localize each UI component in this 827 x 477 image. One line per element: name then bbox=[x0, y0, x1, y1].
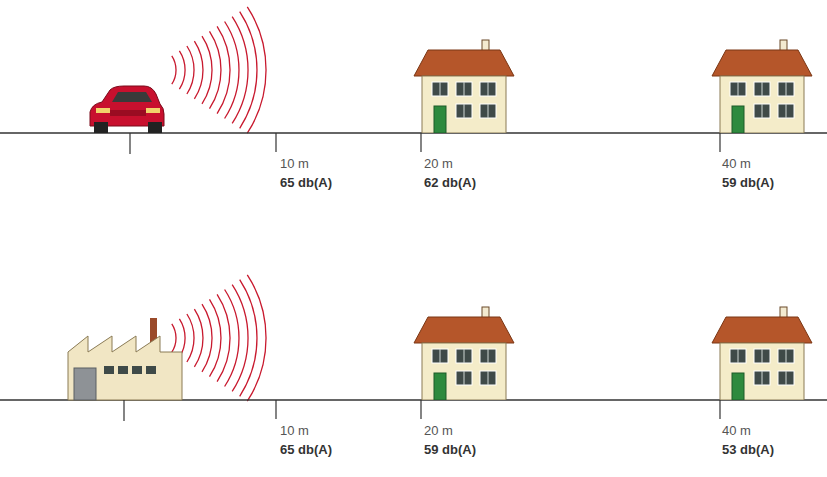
house bbox=[712, 40, 812, 133]
distance-tick bbox=[124, 400, 720, 421]
house bbox=[414, 307, 514, 400]
house bbox=[414, 40, 514, 133]
car bbox=[90, 86, 164, 133]
distance-tick bbox=[130, 133, 720, 154]
wave-arc bbox=[194, 41, 203, 99]
wave-arc bbox=[194, 309, 203, 367]
sound-level: 53 db(A) bbox=[722, 442, 774, 458]
distance-label: 40 m bbox=[722, 156, 751, 172]
wave-arc bbox=[210, 299, 221, 376]
ground-line bbox=[0, 132, 827, 134]
wave-arc bbox=[202, 36, 212, 104]
wave-arc bbox=[240, 280, 257, 397]
wave-arc bbox=[210, 31, 221, 108]
sound-level: 59 db(A) bbox=[722, 175, 774, 191]
wave-arc bbox=[217, 26, 230, 113]
sound-level: 65 db(A) bbox=[280, 442, 332, 458]
wave-arc bbox=[172, 324, 176, 352]
wave-arc bbox=[232, 285, 248, 392]
factory bbox=[68, 318, 182, 400]
sound-level: 65 db(A) bbox=[280, 175, 332, 191]
wave-arc bbox=[232, 17, 248, 124]
wave-arc bbox=[187, 46, 194, 94]
wave-arc bbox=[225, 22, 239, 119]
sound-waves bbox=[172, 7, 266, 133]
wave-arc bbox=[172, 56, 176, 84]
wave-arc bbox=[179, 51, 185, 89]
wave-arc bbox=[217, 294, 230, 381]
distance-label: 20 m bbox=[424, 156, 453, 172]
distance-label: 40 m bbox=[722, 423, 751, 439]
sound-level: 59 db(A) bbox=[424, 442, 476, 458]
sound-waves bbox=[172, 275, 266, 401]
distance-label: 20 m bbox=[424, 423, 453, 439]
wave-arc bbox=[240, 12, 257, 129]
wave-arc bbox=[179, 319, 185, 357]
wave-arc bbox=[187, 314, 194, 362]
wave-arc bbox=[202, 304, 212, 372]
wave-arc bbox=[247, 7, 266, 133]
wave-arc bbox=[247, 275, 266, 401]
distance-label: 10 m bbox=[280, 423, 309, 439]
house bbox=[712, 307, 812, 400]
distance-label: 10 m bbox=[280, 156, 309, 172]
sound-level: 62 db(A) bbox=[424, 175, 476, 191]
wave-arc bbox=[225, 290, 239, 387]
